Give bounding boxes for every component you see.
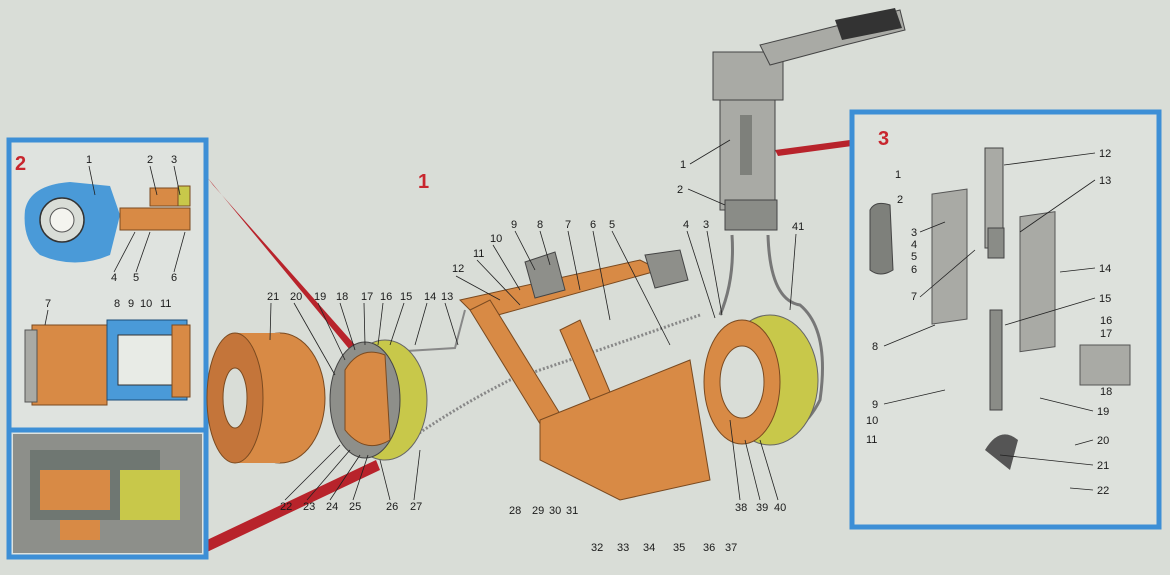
main-label-13: 13 (441, 291, 453, 303)
main-label-28: 28 (509, 505, 521, 517)
connector-lower-left (207, 460, 380, 552)
main-label-35: 35 (673, 542, 685, 554)
main-label-29: 29 (532, 505, 544, 517)
main-label-4: 4 (683, 219, 689, 231)
inset2-label-2: 2 (147, 154, 153, 166)
inset3-label-21: 21 (1097, 460, 1109, 472)
main-label-14: 14 (424, 291, 436, 303)
main-label-24: 24 (326, 501, 338, 513)
main-label-1: 1 (680, 159, 686, 171)
main-label-40: 40 (774, 502, 786, 514)
main-label-2: 2 (677, 184, 683, 196)
main-label-20: 20 (290, 291, 302, 303)
inset2-label-10: 10 (140, 298, 152, 310)
main-label-15: 15 (400, 291, 412, 303)
inset2-label-4: 4 (111, 272, 117, 284)
inset3-label-1: 1 (895, 169, 901, 181)
main-label-12: 12 (452, 263, 464, 275)
main-label-27: 27 (410, 501, 422, 513)
inset-connectors (207, 140, 852, 552)
inset3-label-22: 22 (1097, 485, 1109, 497)
main-label-37: 37 (725, 542, 737, 554)
inset3-label-19: 19 (1097, 406, 1109, 418)
main-label-21: 21 (267, 291, 279, 303)
main-label-11: 11 (473, 248, 484, 260)
main-label-30: 30 (549, 505, 561, 517)
inset2-label-5: 5 (133, 272, 139, 284)
inset3-label-20: 20 (1097, 435, 1109, 447)
inset3-label-9: 9 (872, 399, 878, 411)
inset3-label-5: 5 (911, 251, 917, 263)
inset2-label-3: 3 (171, 154, 177, 166)
main-label-10: 10 (490, 233, 502, 245)
main-label-25: 25 (349, 501, 361, 513)
main-label-8: 8 (537, 219, 543, 231)
inset3-label-11: 11 (866, 434, 877, 446)
main-label-32: 32 (591, 542, 603, 554)
panel-1-number: 1 (418, 171, 429, 193)
inset3-label-14: 14 (1099, 263, 1111, 275)
inset-2: 2 1 2 3 4 5 6 7 8 9 10 11 (6, 137, 209, 560)
inset-3: 3 1 2 3 4 5 6 7 8 9 10 11 12 13 14 15 16 (849, 109, 1162, 530)
inset3-label-3: 3 (911, 227, 917, 239)
main-label-7: 7 (565, 219, 571, 231)
connector-upper-left (207, 177, 355, 350)
inset2-label-9: 9 (128, 298, 134, 310)
inset3-label-7: 7 (911, 291, 917, 303)
main-label-17: 17 (361, 291, 373, 303)
pedal-assembly (459, 249, 711, 501)
inset2-label-7: 7 (45, 298, 51, 310)
inset3-label-12: 12 (1099, 148, 1111, 160)
main-label-3: 3 (703, 219, 709, 231)
inset3-label-16: 16 (1100, 315, 1112, 327)
inset2-label-11: 11 (160, 298, 171, 310)
main-label-26: 26 (386, 501, 398, 513)
inset3-label-17: 17 (1100, 328, 1112, 340)
inset-2-number: 2 (15, 153, 26, 175)
main-label-38: 38 (735, 502, 747, 514)
separated-drum (206, 332, 326, 464)
left-brake-assembly (329, 339, 428, 461)
main-label-34: 34 (643, 542, 655, 554)
inset3-label-8: 8 (872, 341, 878, 353)
main-label-33: 33 (617, 542, 629, 554)
main-label-16: 16 (380, 291, 392, 303)
inset-3-number: 3 (878, 128, 889, 150)
main-label-36: 36 (703, 542, 715, 554)
main-label-19: 19 (314, 291, 326, 303)
right-brake-drum (703, 314, 819, 446)
main-label-6: 6 (590, 219, 596, 231)
inset3-label-4: 4 (911, 239, 917, 251)
inset3-label-6: 6 (911, 264, 917, 276)
main-label-31: 31 (566, 505, 578, 517)
main-label-23: 23 (303, 501, 315, 513)
inset3-label-13: 13 (1099, 175, 1111, 187)
main-label-18: 18 (336, 291, 348, 303)
inset3-label-15: 15 (1099, 293, 1111, 305)
inset3-label-10: 10 (866, 415, 878, 427)
main-label-22: 22 (280, 501, 292, 513)
main-label-5: 5 (609, 219, 615, 231)
inset3-label-2: 2 (897, 194, 903, 206)
inset2-label-1: 1 (86, 154, 92, 166)
main-assembly: 1 (206, 8, 906, 554)
main-label-39: 39 (756, 502, 768, 514)
inset3-label-18: 18 (1100, 386, 1112, 398)
connector-right (775, 140, 852, 156)
lever-assembly (712, 8, 906, 231)
inset2-label-6: 6 (171, 272, 177, 284)
inset2-label-8: 8 (114, 298, 120, 310)
main-label-41: 41 (792, 221, 804, 233)
main-label-9: 9 (511, 219, 517, 231)
